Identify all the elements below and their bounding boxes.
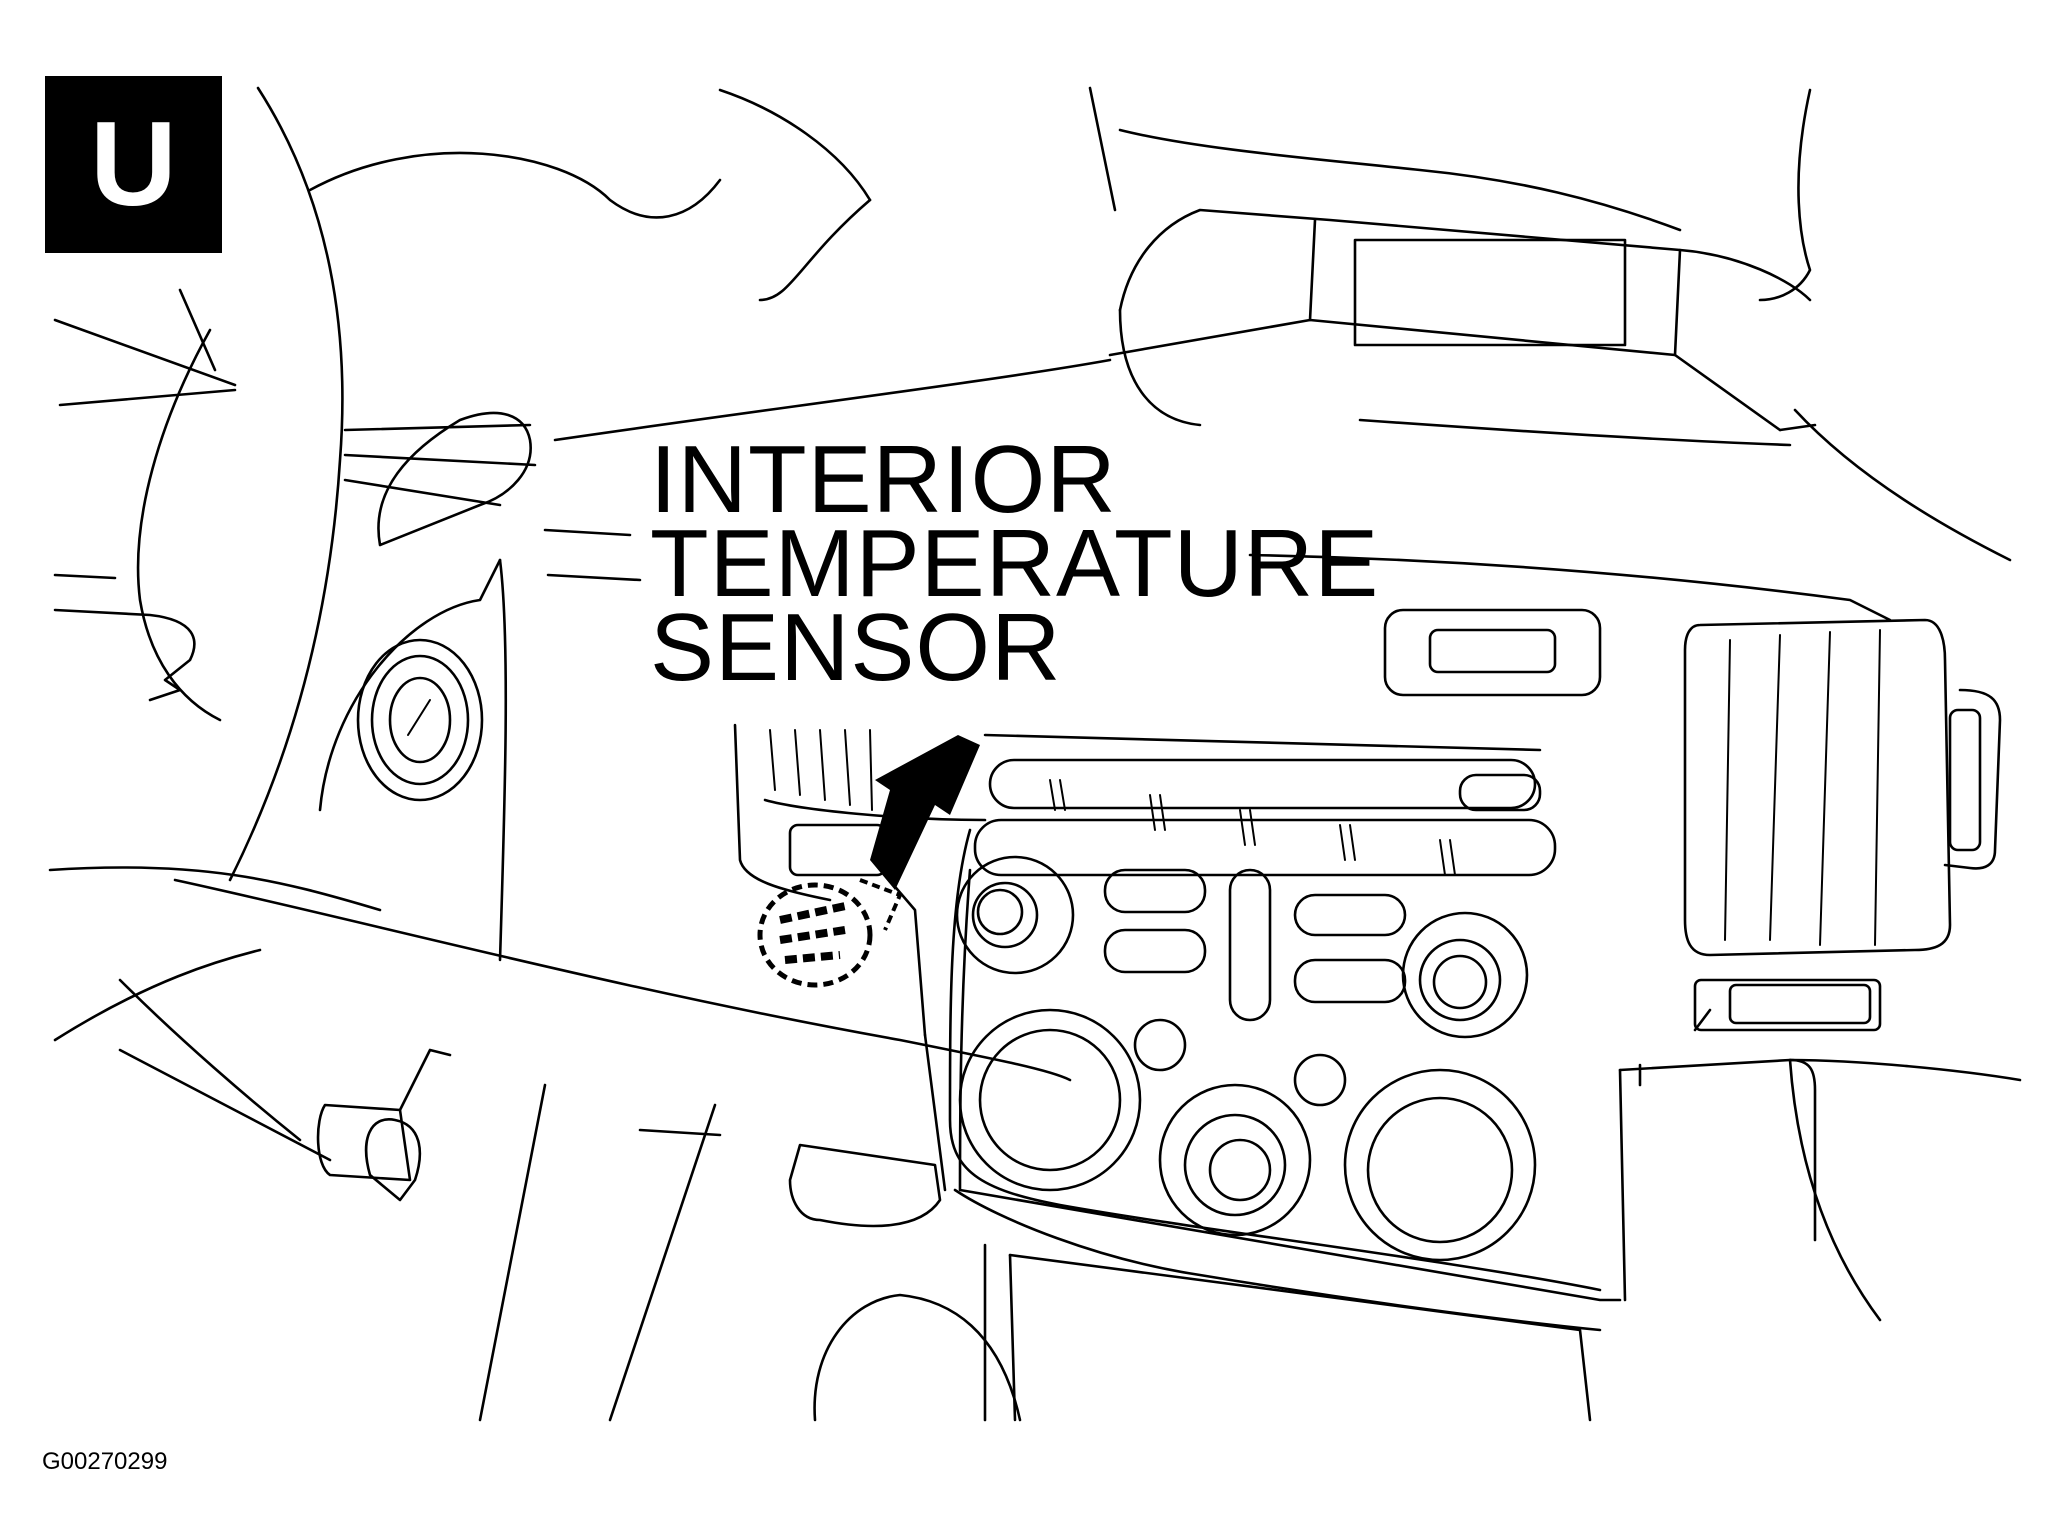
callout-line-2: TEMPERATURE	[650, 510, 1380, 617]
ignition-switch	[356, 638, 484, 802]
section-badge	[45, 76, 222, 253]
left-air-vent	[1383, 608, 1602, 697]
right-control-knob	[1401, 911, 1529, 1039]
small-knob-2	[1293, 1053, 1347, 1107]
radio-panel	[973, 733, 1557, 877]
steering-column-stalk	[377, 411, 532, 547]
small-knob-1	[1133, 1018, 1187, 1072]
shift-knob	[813, 1293, 1022, 1422]
fan-speed-dial	[958, 1008, 1142, 1192]
steering-wheel-rim	[228, 86, 344, 882]
interior-temperature-sensor	[757, 878, 903, 988]
sensor-housing	[788, 823, 887, 877]
left-control-knob	[955, 855, 1075, 975]
steering-wheel-inner	[136, 328, 222, 722]
right-air-vent	[1683, 618, 2002, 1032]
callout-arrow	[870, 735, 980, 890]
callout-line-1: INTERIOR	[650, 426, 1117, 533]
figure-id: G00270299	[42, 1448, 168, 1475]
section-badge-letter: U	[90, 97, 177, 231]
mode-dial	[1158, 1083, 1312, 1237]
callout-line-3: SENSOR	[650, 594, 1062, 701]
callout-label: INTERIOR TEMPERATURE SENSOR	[650, 426, 1380, 701]
temperature-dial	[1343, 1068, 1537, 1262]
clock-display-housing	[1118, 208, 1812, 357]
